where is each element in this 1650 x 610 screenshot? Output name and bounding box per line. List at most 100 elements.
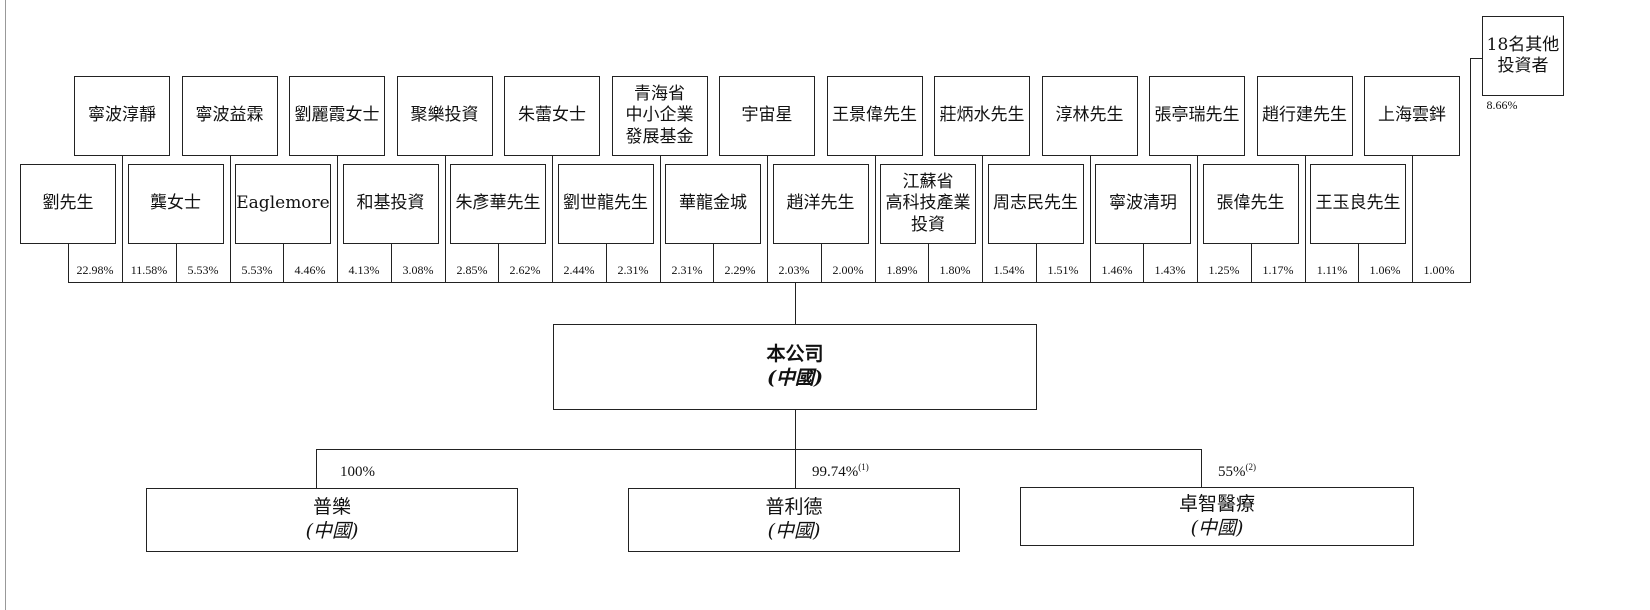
shareholder-box-bottom: Eaglemore xyxy=(235,164,331,244)
shareholder-name: 張偉先生 xyxy=(1216,193,1285,214)
shareholding-pct-label: 22.98% xyxy=(76,263,114,277)
shareholding-pct-label: 3.08% xyxy=(402,263,434,277)
shareholding-pct-label: 1.00% xyxy=(1423,263,1455,277)
shareholding-pct-label: 2.85% xyxy=(456,263,488,277)
shareholder-box-top: 王景偉先生 xyxy=(826,76,923,156)
shareholding-pct-label: 2.00% xyxy=(832,263,864,277)
shareholder-box-top: 趙行建先生 xyxy=(1256,76,1353,156)
subsidiary-bus-line xyxy=(316,449,1202,450)
shareholder-name: 周志民先生 xyxy=(993,193,1078,214)
shareholder-name: 青海省 中小企業 發展基金 xyxy=(625,84,694,147)
shareholder-box-bottom: 華龍金城 xyxy=(665,164,761,244)
other-investors-vertical-line xyxy=(1470,58,1471,283)
shareholder-box-top: 莊炳水先生 xyxy=(934,76,1030,156)
shareholder-name: 張亭瑞先生 xyxy=(1154,105,1240,126)
shareholder-connector-line xyxy=(660,156,661,282)
shareholding-pct-label: 4.46% xyxy=(294,263,326,277)
subsidiary-name: 卓智醫療 xyxy=(1178,492,1255,515)
shareholder-connector-line xyxy=(875,156,876,282)
shareholder-connector-line xyxy=(552,156,553,282)
shareholder-name: 朱彥華先生 xyxy=(455,193,541,214)
shareholder-box-bottom: 王玉良先生 xyxy=(1310,164,1406,244)
shareholder-name: 和基投資 xyxy=(356,193,425,214)
drop-line-zhuozhi xyxy=(1201,449,1202,487)
subsidiary-pct-zhuozhi: 55%(2) xyxy=(1218,462,1256,481)
shareholder-box-top: 張亭瑞先生 xyxy=(1149,76,1245,156)
shareholder-connector-line xyxy=(498,244,499,282)
subsidiary-pct-pule: 100% xyxy=(340,462,375,481)
shareholding-pct-label: 1.25% xyxy=(1208,263,1240,277)
shareholder-name: 劉先生 xyxy=(42,193,94,214)
shareholder-name: 寧波益霖 xyxy=(195,105,264,126)
shareholder-box-bottom: 趙洋先生 xyxy=(772,164,869,244)
shareholding-pct-label: 1.17% xyxy=(1262,263,1294,277)
drop-line-pule xyxy=(316,449,317,488)
shareholder-name: 龔女士 xyxy=(150,193,201,214)
shareholding-pct-label: 1.54% xyxy=(993,263,1025,277)
shareholder-connector-line xyxy=(1090,156,1091,282)
shareholder-connector-line xyxy=(391,244,392,282)
shareholding-pct-label: 1.89% xyxy=(886,263,918,277)
shareholder-box-top: 劉麗霞女士 xyxy=(289,76,385,156)
shareholding-pct-label: 5.53% xyxy=(187,263,219,277)
shareholder-connector-line xyxy=(283,244,284,282)
shareholding-pct-label: 2.62% xyxy=(509,263,541,277)
shareholder-name: 朱蕾女士 xyxy=(518,105,586,126)
company-region: (中國) xyxy=(767,367,823,389)
shareholder-connector-line xyxy=(337,156,338,282)
shareholder-box-bottom: 周志民先生 xyxy=(987,164,1084,244)
shareholder-connector-line xyxy=(606,244,607,282)
shareholder-connector-line xyxy=(230,156,231,282)
shareholder-name: 寧波清玥 xyxy=(1109,193,1177,214)
shareholder-bus-line xyxy=(68,282,1471,283)
subsidiary-box-pulide: 普利德 (中國) xyxy=(628,488,960,552)
shareholding-pct-label: 1.06% xyxy=(1369,263,1401,277)
subsidiary-pct-pulide: 99.74%(1) xyxy=(812,462,869,481)
shareholder-name: 趙行建先生 xyxy=(1262,105,1347,126)
shareholder-connector-line xyxy=(1036,244,1037,282)
shareholder-box-top: 淳林先生 xyxy=(1041,76,1138,156)
shareholder-connector-line xyxy=(1251,244,1252,282)
shareholding-pct-label: 1.51% xyxy=(1047,263,1079,277)
shareholder-box-bottom: 江蘇省 高科技產業 投資 xyxy=(880,164,976,244)
shareholding-pct-label: 1.43% xyxy=(1154,263,1186,277)
shareholder-name: 江蘇省 高科技產業 投資 xyxy=(885,172,971,235)
other-investors-box: 18名其他 投資者 xyxy=(1482,16,1564,96)
page-edge-line xyxy=(5,0,6,610)
company-name: 本公司 xyxy=(766,343,824,366)
shareholder-connector-line xyxy=(1305,156,1306,282)
shareholder-connector-line xyxy=(928,244,929,282)
shareholder-box-bottom: 劉先生 xyxy=(20,164,116,244)
shareholder-connector-line xyxy=(982,156,983,282)
shareholder-name: 劉麗霞女士 xyxy=(294,105,380,126)
shareholding-pct-label: 2.31% xyxy=(617,263,649,277)
shareholder-box-bottom: 劉世龍先生 xyxy=(557,164,654,244)
subsidiary-box-pule: 普樂 (中國) xyxy=(146,488,518,552)
shareholding-pct-label: 4.13% xyxy=(348,263,380,277)
shareholder-box-top: 寧波淳靜 xyxy=(74,76,170,156)
shareholder-connector-line xyxy=(1412,156,1413,282)
company-box: 本公司 (中國) xyxy=(553,324,1037,410)
subsidiary-region: (中國) xyxy=(1190,516,1244,539)
shareholding-pct-label: 5.53% xyxy=(241,263,273,277)
shareholder-name: 宇宙星 xyxy=(741,105,793,126)
shareholding-pct-label: 11.58% xyxy=(130,263,168,277)
shareholder-name: Eaglemore xyxy=(236,193,330,214)
shareholder-box-bottom: 和基投資 xyxy=(342,164,439,244)
shareholder-connector-line xyxy=(122,156,123,282)
shareholder-box-bottom: 寧波清玥 xyxy=(1095,164,1191,244)
shareholder-box-bottom: 朱彥華先生 xyxy=(450,164,546,244)
drop-line-pulide xyxy=(795,449,796,488)
shareholder-box-top: 聚樂投資 xyxy=(396,76,493,156)
shareholder-connector-line xyxy=(1358,244,1359,282)
shareholder-connector-line xyxy=(1197,156,1198,282)
shareholding-pct-label: 2.44% xyxy=(563,263,595,277)
shareholder-box-bottom: 龔女士 xyxy=(127,164,224,244)
bus-to-company-line xyxy=(795,282,796,324)
other-investors-pct: 8.66% xyxy=(1486,98,1518,112)
other-investors-name: 18名其他 投資者 xyxy=(1486,34,1560,76)
shareholder-connector-line xyxy=(767,156,768,282)
shareholding-pct-label: 1.46% xyxy=(1101,263,1133,277)
subsidiary-pct-note: (1) xyxy=(858,462,869,472)
